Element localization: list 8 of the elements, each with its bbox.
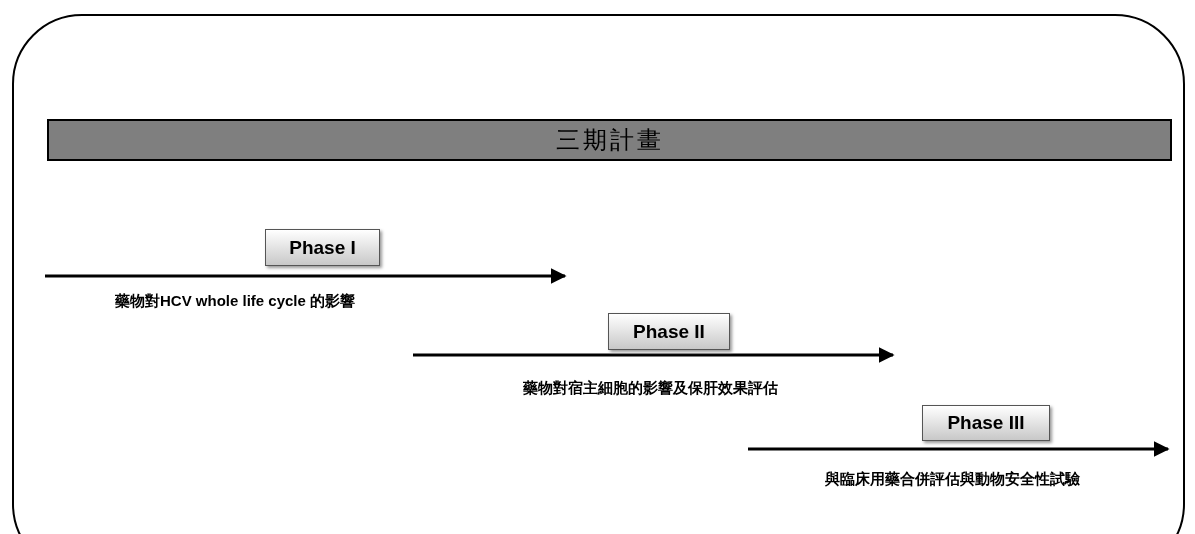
phase-box: Phase I bbox=[265, 229, 380, 266]
phase-description: 與臨床用藥合併評估與動物安全性試驗 bbox=[824, 470, 1080, 489]
rounded-frame bbox=[12, 14, 1185, 534]
phase-box: Phase III bbox=[922, 405, 1050, 441]
phase-box: Phase II bbox=[608, 313, 730, 350]
phase-description: 藥物對HCV whole life cycle 的影響 bbox=[114, 292, 356, 311]
phase-description: 藥物對宿主細胞的影響及保肝效果評估 bbox=[522, 379, 778, 398]
title-band: 三期計畫 bbox=[47, 119, 1172, 161]
